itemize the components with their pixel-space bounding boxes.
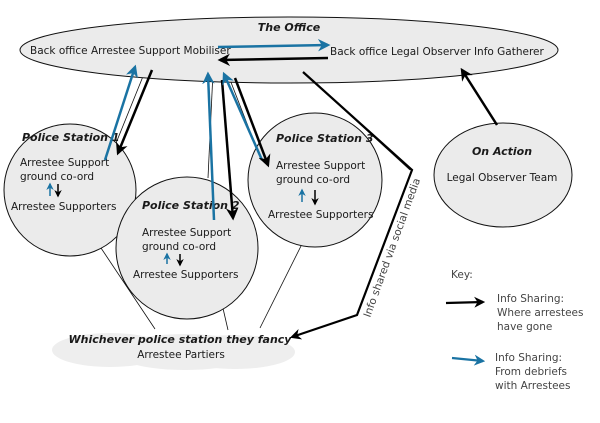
office-to-station3-black-arrow — [233, 77, 271, 168]
office-node — [19, 16, 559, 84]
station-1-coord-line2: ground co-ord — [20, 171, 94, 183]
station-1-supporters: Arrestee Supporters — [11, 201, 116, 213]
police-station-3-node — [247, 112, 383, 248]
office-to-station1-black-arrow — [116, 69, 154, 156]
station-3-coord-line1: Arrestee Support — [276, 160, 365, 172]
key-black-line1: Info Sharing: — [497, 293, 564, 305]
station-3-coord-line2: ground co-ord — [276, 174, 350, 186]
key-black-line2: Where arrestees — [497, 307, 583, 319]
police-station-2-node — [115, 176, 259, 320]
social-media-arrow — [289, 71, 414, 340]
arrestee-partiers-cloud — [52, 333, 295, 370]
station-1-title: Police Station 1 — [22, 131, 119, 144]
station-2-coord-line2: ground co-ord — [142, 241, 216, 253]
station1-to-office-blue-arrow — [103, 64, 138, 161]
on-action-to-gatherer-arrow — [460, 67, 499, 126]
key-blue-line1: Info Sharing: — [495, 352, 562, 364]
key-black-line3: have gone — [497, 321, 552, 333]
office-to-station2-black-arrow — [220, 79, 239, 221]
key-blue-arrow — [451, 354, 486, 366]
station-2-title: Police Station 2 — [142, 199, 240, 212]
station3-to-office-blue-arrow — [222, 71, 264, 161]
office-title: The Office — [258, 21, 321, 34]
partiers-title: Whichever police station they fancy — [69, 333, 293, 346]
office-gatherer-label: Back office Legal Observer Info Gatherer — [330, 46, 545, 58]
on-action-node — [433, 122, 573, 228]
station-3-supporters: Arrestee Supporters — [268, 209, 373, 221]
station3-internal-arrows — [298, 188, 319, 206]
office-mobiliser-label: Back office Arrestee Support Mobiliser — [30, 45, 231, 57]
police-station-1-node — [3, 123, 137, 257]
station1-internal-arrows — [46, 182, 62, 198]
partiers-label: Arrestee Partiers — [137, 349, 225, 361]
station2-to-office-blue-arrow — [202, 71, 216, 221]
gatherer-to-mobiliser-arrow — [217, 53, 329, 67]
station-1-coord-line1: Arrestee Support — [20, 157, 109, 169]
station-2-coord-line1: Arrestee Support — [142, 227, 231, 239]
legal-observer-team-label: Legal Observer Team — [447, 172, 558, 184]
key-blue-line2: From debriefs — [495, 366, 567, 378]
station-2-supporters: Arrestee Supporters — [133, 269, 238, 281]
on-action-title: On Action — [472, 145, 532, 158]
station2-internal-arrows — [163, 252, 184, 267]
mobiliser-to-gatherer-arrow — [217, 38, 331, 52]
key-title: Key: — [451, 269, 473, 281]
station-3-title: Police Station 3 — [276, 132, 374, 145]
key-black-arrow — [445, 296, 486, 308]
key-blue-line3: with Arrestees — [495, 380, 570, 392]
